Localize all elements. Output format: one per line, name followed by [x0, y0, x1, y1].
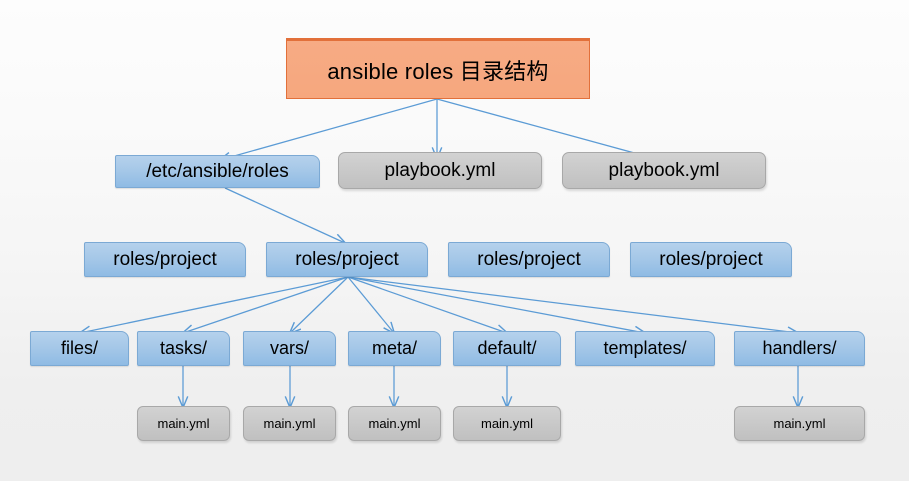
- node-main-yml-tasks[interactable]: main.yml: [137, 406, 230, 441]
- arrow-roles-project-to-vars: [290, 276, 349, 333]
- arrow-roles-project-to-templates: [347, 276, 645, 333]
- arrow-roles-dir-to-roles-project: [224, 187, 345, 243]
- arrow-roles-project-to-files: [80, 276, 349, 333]
- node-playbook-yml-2[interactable]: playbook.yml: [562, 152, 766, 189]
- arrow-roles-project-to-handlers: [347, 276, 798, 333]
- node-roles-project-3[interactable]: roles/project: [448, 242, 610, 277]
- node-playbook-yml-1[interactable]: playbook.yml: [338, 152, 542, 189]
- node-main-yml-default[interactable]: main.yml: [453, 406, 561, 441]
- node-roles-project-1[interactable]: roles/project: [84, 242, 246, 277]
- node-etc-ansible-roles[interactable]: /etc/ansible/roles: [115, 155, 320, 188]
- node-main-yml-handlers[interactable]: main.yml: [734, 406, 865, 441]
- arrow-roles-project-to-meta: [347, 276, 394, 333]
- node-default-dir[interactable]: default/: [453, 331, 561, 366]
- node-templates-dir[interactable]: templates/: [575, 331, 715, 366]
- node-vars-dir[interactable]: vars/: [243, 331, 336, 366]
- arrow-roles-project-to-tasks: [183, 276, 349, 333]
- arrow-root-to-playbook-2: [436, 98, 660, 160]
- node-handlers-dir[interactable]: handlers/: [734, 331, 865, 366]
- node-roles-project-4[interactable]: roles/project: [630, 242, 792, 277]
- node-main-yml-meta[interactable]: main.yml: [348, 406, 441, 441]
- node-roles-project-2[interactable]: roles/project: [266, 242, 428, 277]
- arrow-roles-project-to-default: [347, 276, 507, 333]
- node-meta-dir[interactable]: meta/: [348, 331, 441, 366]
- arrow-root-to-etc-ansible-roles: [220, 98, 438, 160]
- node-root-title[interactable]: ansible roles 目录结构: [286, 38, 590, 99]
- node-files-dir[interactable]: files/: [30, 331, 129, 366]
- node-main-yml-vars[interactable]: main.yml: [243, 406, 336, 441]
- node-tasks-dir[interactable]: tasks/: [137, 331, 230, 366]
